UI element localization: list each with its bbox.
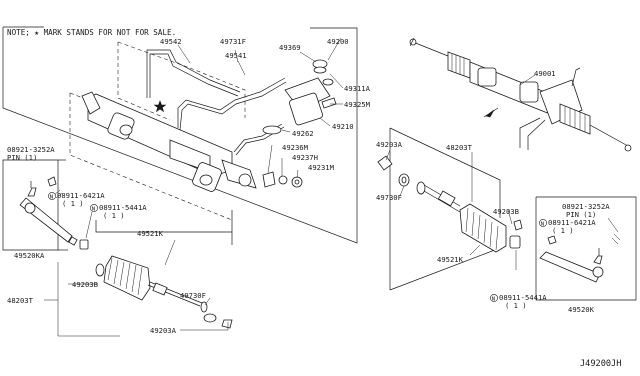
svg-text:N: N <box>92 207 95 213</box>
label-49520k: 49520K <box>568 305 595 314</box>
label-49311a: 49311A <box>344 84 371 93</box>
label-49521k-right: 49521K <box>437 255 464 264</box>
label-08911-6421-left-1: 08911-6421A <box>57 191 105 200</box>
label-49730f-right: 49730F <box>376 193 402 202</box>
gear-assembly-frame <box>2 26 358 244</box>
label-49203a-left: 49203A <box>150 326 177 335</box>
label-08911-6421-right-2: ( 1 ) <box>552 226 574 235</box>
label-49203b-left: 49203B <box>72 280 98 289</box>
label-49542: 49542 <box>160 37 182 46</box>
label-49001: 49001 <box>534 69 556 78</box>
label-49541: 49541 <box>225 51 247 60</box>
svg-text:N: N <box>541 222 544 228</box>
outer-tierod-end-left <box>19 176 73 243</box>
label-08911-5441-right-2: ( 1 ) <box>505 301 527 310</box>
inner-dashed-box <box>69 41 246 221</box>
leaders-top <box>177 37 344 179</box>
label-49237h: 49237H <box>292 153 318 162</box>
leaders-right <box>385 149 517 270</box>
label-49203a-right: 49203A <box>376 140 403 149</box>
svg-text:N: N <box>492 297 495 303</box>
label-49200: 49200 <box>327 37 349 46</box>
boot-right <box>459 203 523 253</box>
label-08921-left-1: 08921-3252A <box>7 145 55 154</box>
control-valve <box>262 59 337 188</box>
left-tierod-frame <box>2 159 68 251</box>
svg-text:N: N <box>50 195 53 201</box>
label-49325m: 49325M <box>344 100 371 109</box>
label-49210: 49210 <box>332 122 354 131</box>
inner-tierod-left <box>147 281 233 329</box>
label-08921-right-1: 08921-3252A <box>562 202 610 211</box>
label-48203t-right: 48203T <box>446 143 473 152</box>
nut-symbol-icon: N <box>490 294 498 303</box>
inner-tierod-right <box>377 155 461 213</box>
outer-tierod-end-right <box>539 233 621 283</box>
rack-assembly-complete <box>409 37 632 152</box>
note-text: NOTE; ★ MARK STANDS FOR NOT FOR SALE. <box>7 28 176 37</box>
diagram-code: J49200JH <box>580 359 621 369</box>
label-49262: 49262 <box>292 129 314 138</box>
nut-symbol-icon: N <box>539 219 547 228</box>
label-08911-6421-left-2: ( 1 ) <box>62 199 84 208</box>
nut-symbol-icon: N <box>90 204 98 213</box>
boot-left <box>95 255 151 301</box>
label-49369: 49369 <box>279 43 301 52</box>
label-08911-5441-left-1: 08911-5441A <box>99 203 147 212</box>
label-49731f: 49731F <box>220 37 246 46</box>
label-49521k-left: 49521K <box>137 229 164 238</box>
leaders-left-bottom <box>44 239 229 337</box>
label-49236m: 49236M <box>282 143 309 152</box>
label-49730f-left: 49730F <box>180 291 206 300</box>
label-08911-5441-left-2: ( 1 ) <box>103 211 125 220</box>
star-icon <box>153 100 167 113</box>
label-08911-5441-right-1: 08911-5441A <box>499 293 547 302</box>
right-inner-frame <box>389 127 501 291</box>
label-48203t-left: 48203T <box>7 296 34 305</box>
inner-tierod-frame-left <box>95 210 233 245</box>
label-49231m: 49231M <box>308 163 335 172</box>
locknut-left <box>68 236 89 250</box>
steering-gear-housing <box>81 91 257 192</box>
label-49520ka: 49520KA <box>14 251 45 260</box>
label-08921-right-2: PIN (1) <box>566 210 596 219</box>
nut-symbol-icon: N <box>48 192 56 201</box>
label-08921-left-2: PIN (1) <box>7 153 37 162</box>
label-08911-6421-right-1: 08911-6421A <box>548 218 596 227</box>
right-tierod-frame <box>535 196 637 301</box>
label-49203b-right: 49203B <box>493 207 519 216</box>
